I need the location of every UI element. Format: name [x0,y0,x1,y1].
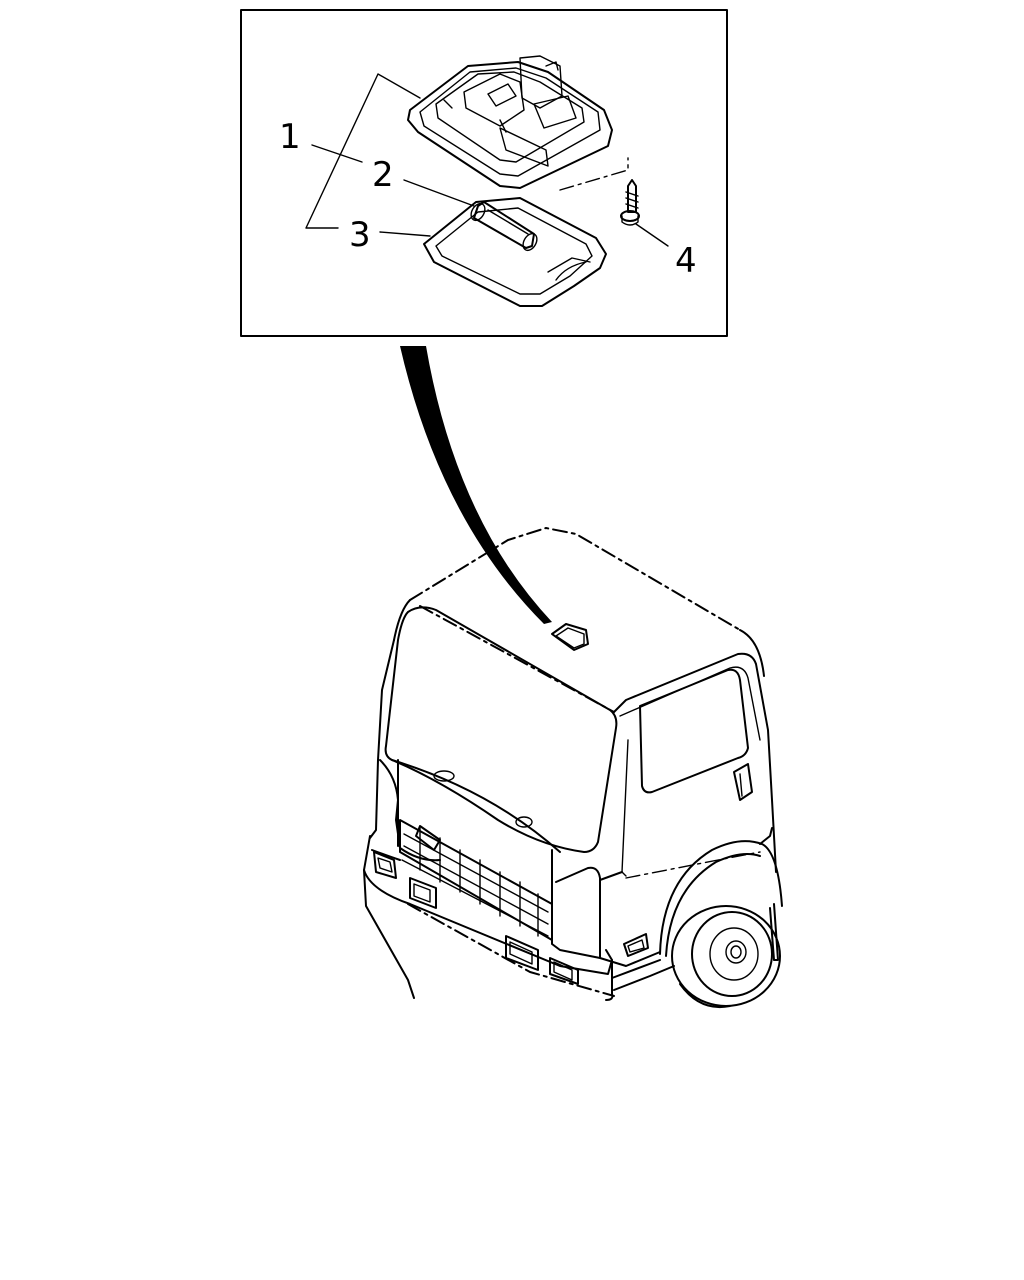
callout-2: 2 [372,155,394,195]
windshield [384,606,618,853]
lamp-left-lower [409,877,437,909]
front-wheel [671,905,781,1008]
bumper-lower-line [407,903,615,997]
install-path-line [559,157,629,191]
grille-emblem [415,825,441,851]
wheel-arch [659,840,783,955]
lamp-right-small [549,957,579,985]
callout-3: 3 [349,215,371,255]
cab-front-left-edge [369,639,395,839]
leader-line-2 [403,179,475,207]
callout-4: 4 [675,241,697,281]
leader-line-1 [311,144,363,163]
door-handle [733,763,753,801]
side-window [639,668,749,794]
inset-frame [240,9,728,337]
fog-lamp-left [373,851,397,879]
screw-part [620,179,640,226]
lamp-housing-part [407,55,613,189]
cab-roof-line [409,527,741,631]
front-bumper [363,835,615,1001]
truck-cab [363,527,783,1008]
detail-inset: 1 2 3 4 [240,9,728,337]
lens-part [423,197,607,307]
grille [399,819,553,941]
leader-line-4 [635,223,669,247]
callout-1: 1 [279,117,301,157]
leader-lines [305,73,669,247]
roof-lamp-marker [551,623,589,651]
leader-line-1-bracket [305,73,421,229]
location-arrow [400,346,552,624]
leader-line-3 [379,231,431,237]
lamp-right-lower [505,935,539,971]
side-marker-lamp [623,933,649,957]
